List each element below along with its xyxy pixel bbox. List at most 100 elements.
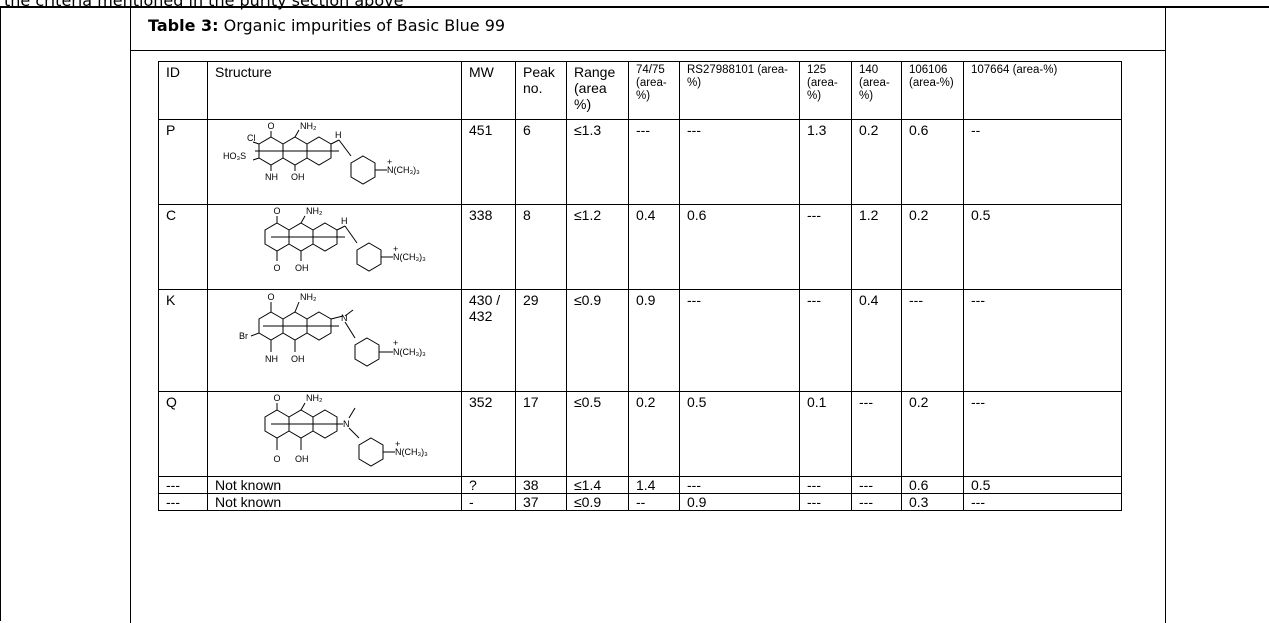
page-top-text: the criteria mentioned in the purity sec… [4, 0, 404, 10]
cell-125: --- [799, 493, 852, 511]
cell-125: 0.1 [799, 391, 852, 477]
cell-structure: Not known [207, 476, 462, 494]
c-plus: + [393, 244, 398, 254]
header-125: 125 (area-%) [799, 61, 852, 120]
top-rule [0, 6, 1269, 8]
caption-row: Table 3: Organic impurities of Basic Blu… [130, 7, 1166, 51]
k-nh2: NH₂ [300, 292, 317, 302]
cell-rs27988101: 0.9 [679, 493, 800, 511]
cell-structure: O NH₂ H O OH + N(CH₃)₃ [207, 204, 462, 290]
caption-label: Table 3: [148, 16, 219, 35]
cell-140: --- [851, 391, 902, 477]
cell-rs27988101: --- [679, 289, 800, 392]
cell-id: P [158, 119, 208, 205]
cell-mw: 338 [461, 204, 516, 290]
cell-125: 1.3 [799, 119, 852, 205]
p-nme3: N(CH₃)₃ [387, 165, 420, 175]
cell-rs27988101: 0.6 [679, 204, 800, 290]
cell-107664: --- [963, 391, 1122, 477]
cell-125: --- [799, 476, 852, 494]
outer-table-cell [130, 7, 1166, 623]
q-nh2: NH₂ [306, 393, 323, 403]
header-id: ID [158, 61, 208, 120]
cell-id: Q [158, 391, 208, 477]
p-cl: Cl [247, 133, 256, 143]
cell-140: --- [851, 493, 902, 511]
p-ho3s: HO₃S [223, 151, 246, 161]
table-row: --- Not known ? 38 ≤1.4 1.4 --- --- --- … [158, 476, 1122, 494]
cell-peak: 38 [515, 476, 567, 494]
cell-id: K [158, 289, 208, 392]
c-oh: OH [295, 263, 309, 273]
cell-107664: --- [963, 289, 1122, 392]
c-o1: O [273, 206, 280, 216]
k-nh: NH [265, 354, 278, 364]
k-nme3: N(CH₃)₃ [393, 347, 426, 357]
cell-mw: 430 / 432 [461, 289, 516, 392]
header-rs27988101: RS27988101 (area-%) [679, 61, 800, 120]
cell-rs27988101: --- [679, 476, 800, 494]
cell-7475: 1.4 [628, 476, 680, 494]
header-140: 140 (area-%) [851, 61, 902, 120]
cell-106106: 0.2 [901, 391, 964, 477]
cell-id: C [158, 204, 208, 290]
structure-p-image: O NH₂ Cl HO₃S H NH OH + N(CH₃)₃ [223, 121, 420, 185]
cell-peak: 37 [515, 493, 567, 511]
cell-125: --- [799, 204, 852, 290]
q-oh: OH [295, 454, 309, 464]
cell-106106: --- [901, 289, 964, 392]
cell-140: 0.4 [851, 289, 902, 392]
q-nme3: N(CH₃)₃ [395, 447, 428, 457]
cell-7475: 0.2 [628, 391, 680, 477]
header-mw: MW [461, 61, 516, 120]
cell-peak: 6 [515, 119, 567, 205]
table-row: K [158, 289, 1122, 392]
p-nh2: NH₂ [300, 121, 317, 131]
k-plus: + [393, 338, 398, 348]
cell-range: ≤0.9 [566, 493, 629, 511]
header-107664: 107664 (area-%) [963, 61, 1122, 120]
cell-106106: 0.6 [901, 476, 964, 494]
cell-mw: ? [461, 476, 516, 494]
cell-107664: 0.5 [963, 476, 1122, 494]
cell-7475: 0.4 [628, 204, 680, 290]
cell-peak: 29 [515, 289, 567, 392]
impurities-table: ID Structure MW Peak no. Range (area %) … [158, 61, 1122, 511]
cell-140: 1.2 [851, 204, 902, 290]
p-oh: OH [291, 172, 305, 182]
p-h: H [335, 130, 342, 140]
table-row: --- Not known - 37 ≤0.9 -- 0.9 --- --- 0… [158, 493, 1122, 511]
cell-peak: 17 [515, 391, 567, 477]
table-header-row: ID Structure MW Peak no. Range (area %) … [158, 61, 1122, 120]
c-h: H [341, 216, 348, 226]
cell-107664: --- [963, 493, 1122, 511]
q-o2: O [273, 454, 280, 464]
cell-structure: O NH₂ Br N NH OH + N(CH₃)₃ [207, 289, 462, 392]
k-o: O [267, 292, 274, 302]
p-plus: + [387, 157, 392, 167]
cell-140: 0.2 [851, 119, 902, 205]
structure-q-image: O NH₂ N O OH + N(CH₃)₃ [264, 393, 428, 467]
caption-title: Organic impurities of Basic Blue 99 [218, 16, 506, 35]
cell-106106: 0.6 [901, 119, 964, 205]
cell-mw: 451 [461, 119, 516, 205]
header-peak-no: Peak no. [515, 61, 567, 120]
cell-id: --- [158, 476, 208, 494]
structure-c-image: O NH₂ H O OH + N(CH₃)₃ [264, 206, 426, 273]
cell-7475: --- [628, 119, 680, 205]
cell-107664: -- [963, 119, 1122, 205]
cell-7475: -- [628, 493, 680, 511]
p-nh: NH [265, 172, 278, 182]
cell-rs27988101: --- [679, 119, 800, 205]
q-n: N [343, 419, 350, 429]
cell-id: --- [158, 493, 208, 511]
cell-structure: O NH₂ N O OH + N(CH₃)₃ [207, 391, 462, 477]
cell-range: ≤0.5 [566, 391, 629, 477]
c-nh2: NH₂ [306, 206, 323, 216]
k-n: N [341, 313, 348, 323]
c-o2: O [273, 263, 280, 273]
header-range: Range (area %) [566, 61, 629, 120]
p-o: O [267, 121, 274, 131]
header-structure: Structure [207, 61, 462, 120]
k-br: Br [239, 331, 248, 341]
